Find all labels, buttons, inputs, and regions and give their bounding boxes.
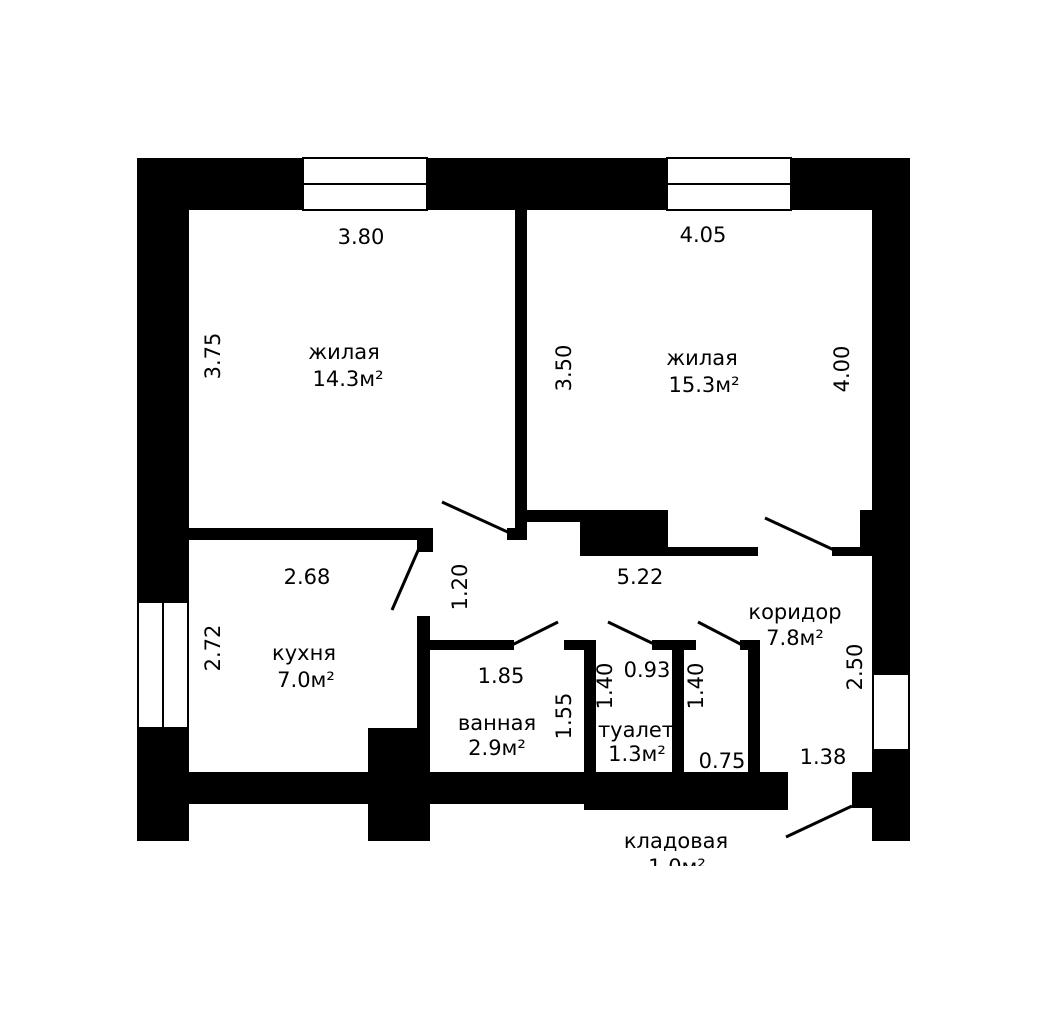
dim-closet-width: 0.75 — [699, 749, 746, 773]
dim-living2-height-right: 4.00 — [830, 346, 854, 393]
room-corridor-area: 7.8м² — [766, 626, 824, 650]
dim-kitchen-width: 2.68 — [284, 565, 331, 589]
room-bathroom-name: ванная — [458, 711, 536, 735]
wall-storage-right — [852, 772, 910, 808]
window-living1 — [302, 157, 428, 211]
wall-living1-kitchen — [189, 528, 433, 540]
wall-living1-door-stop — [507, 528, 527, 540]
window-kitchen — [137, 601, 189, 729]
room-living1-name: жилая — [308, 340, 380, 364]
wall-between-living — [515, 210, 527, 540]
door-toilet[interactable] — [607, 620, 657, 647]
wall-living2-door-stop — [832, 547, 872, 556]
dim-living1-width: 3.80 — [338, 225, 385, 249]
room-storage-name: кладовая — [624, 829, 728, 853]
dim-living2-width: 4.05 — [680, 223, 727, 247]
dim-storage-width: 1.38 — [800, 745, 847, 769]
wall-column — [580, 510, 668, 556]
wall-top — [137, 158, 910, 210]
window-corridor — [872, 673, 910, 751]
crop-mask — [600, 866, 760, 906]
wall-toilet-closet — [672, 640, 684, 776]
wall-bottom-right — [584, 772, 780, 810]
dim-living1-height: 3.75 — [201, 333, 225, 380]
dim-kitchen-height: 2.72 — [201, 625, 225, 672]
wall-storage-left — [780, 772, 788, 810]
dim-bath-height: 1.55 — [552, 693, 576, 740]
dim-toilet-height-left: 1.40 — [593, 663, 617, 710]
door-bathroom[interactable] — [511, 620, 559, 647]
door-closet[interactable] — [697, 620, 749, 650]
room-living1-area: 14.3м² — [312, 367, 383, 391]
room-toilet-area: 1.3м² — [608, 742, 666, 766]
dim-passage: 1.20 — [448, 564, 472, 611]
door-kitchen[interactable] — [390, 545, 422, 611]
door-storage[interactable] — [785, 804, 853, 839]
dim-toilet-width: 0.93 — [624, 658, 671, 682]
wall-bath-toilet — [584, 640, 596, 776]
wall-bath-top — [430, 640, 514, 650]
wall-closet-top-stop — [740, 640, 760, 650]
door-living2[interactable] — [764, 516, 835, 552]
room-kitchen-name: кухня — [272, 641, 336, 665]
wall-toilet-top-stop — [652, 640, 696, 650]
room-corridor-name: коридор — [748, 600, 841, 624]
dim-corridor-height: 2.50 — [843, 644, 867, 691]
wall-left — [137, 158, 189, 841]
room-living2-area: 15.3м² — [668, 373, 739, 397]
room-toilet-name: туалет — [598, 718, 674, 742]
dim-corridor-length: 5.22 — [617, 565, 664, 589]
room-living2-name: жилая — [666, 346, 738, 370]
window-living2 — [666, 157, 792, 211]
wall-bath-top-stop — [564, 640, 596, 650]
dim-toilet-height-right: 1.40 — [684, 663, 708, 710]
dim-bath-width: 1.85 — [478, 664, 525, 688]
wall-living2-door-post — [860, 510, 872, 556]
wall-bottom-block — [368, 728, 430, 841]
wall-closet-right — [748, 645, 760, 776]
dim-living2-height-left: 3.50 — [552, 345, 576, 392]
wall-kitchen-right — [417, 616, 430, 728]
wall-corridor-ledge — [668, 547, 758, 556]
wall-living1-door-post — [417, 528, 433, 552]
door-living1[interactable] — [441, 500, 513, 536]
room-kitchen-area: 7.0м² — [277, 668, 335, 692]
room-bathroom-area: 2.9м² — [468, 736, 526, 760]
